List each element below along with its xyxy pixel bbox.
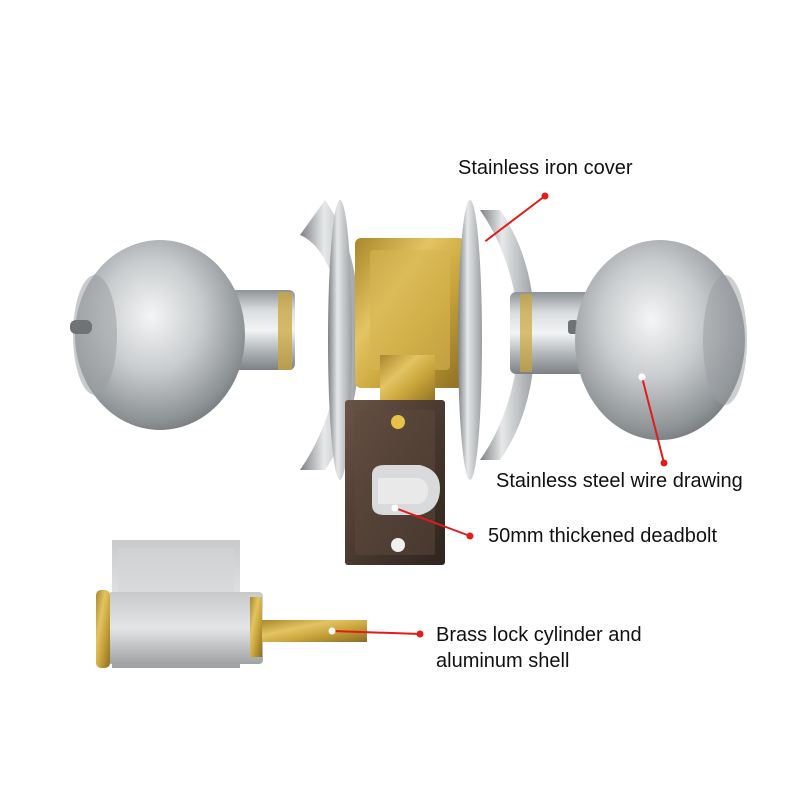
- leader-deadbolt: [391, 504, 474, 540]
- label-aluminum-shell-line2: aluminum shell: [436, 650, 570, 672]
- latch-body: [355, 238, 465, 405]
- left-knob: [70, 240, 295, 430]
- leader-cover: [480, 192, 549, 246]
- label-stainless-iron-cover: Stainless iron cover: [458, 157, 633, 179]
- right-rose: [458, 200, 535, 480]
- leader-wire: [638, 373, 668, 467]
- deadbolt-faceplate: [345, 400, 445, 565]
- label-stainless-steel-wire-drawing: Stainless steel wire drawing: [496, 470, 743, 492]
- right-knob: [510, 240, 747, 440]
- label-thickened-deadbolt: 50mm thickened deadbolt: [488, 525, 718, 547]
- label-brass-lock-cylinder-line1: Brass lock cylinder and: [436, 624, 642, 646]
- lock-cylinder: [96, 540, 367, 668]
- leader-cylinder: [328, 627, 424, 638]
